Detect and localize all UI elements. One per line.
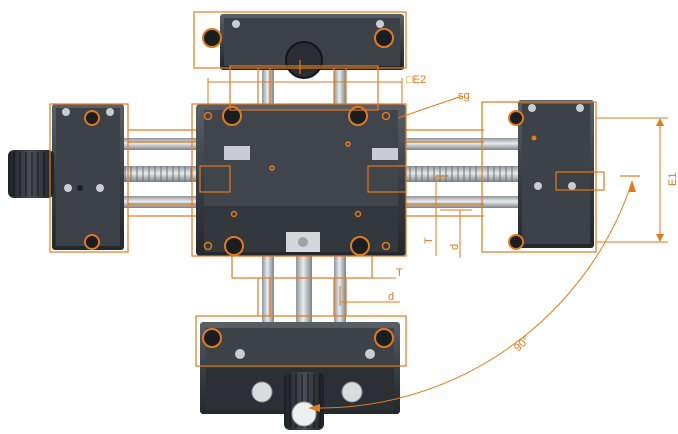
left-end-block-face — [56, 108, 120, 246]
dimension-label-t-bottom: T — [396, 267, 403, 279]
bore-hole-icon — [202, 28, 222, 48]
bore-hole-icon — [77, 185, 83, 191]
dimension-lines — [207, 78, 668, 409]
screw-head-icon — [534, 182, 542, 190]
small-hole-icon — [345, 141, 351, 147]
screw-head-icon — [96, 184, 104, 192]
screw-head-icon — [106, 108, 114, 116]
center-clamp-screw-icon — [298, 237, 308, 247]
screw-head-icon — [235, 349, 245, 359]
bore-hole-icon — [84, 234, 100, 250]
outline-carriage-left-slot — [199, 165, 231, 193]
knob-center-icon — [291, 401, 317, 427]
carriage-slot-left — [224, 146, 250, 160]
screw-head-icon — [528, 104, 536, 112]
arc-arrowheads — [308, 118, 664, 412]
outline-carriage-right-slot — [367, 165, 407, 193]
screw-head-icon — [232, 20, 240, 28]
sg-leader-line — [397, 95, 463, 119]
carriage-slot-right — [372, 148, 398, 160]
outline-bottom-block — [195, 315, 407, 367]
small-hole-icon — [203, 111, 213, 121]
dimension-outlines — [49, 11, 640, 367]
small-hole-icon — [381, 241, 391, 251]
outline-left-block — [49, 103, 129, 253]
left-adjust-knob — [8, 150, 54, 198]
dimension-label-angle: 90° — [512, 334, 532, 354]
dimension-label-sg: sg — [458, 90, 470, 102]
outline-right-slot — [555, 171, 605, 191]
dimension-label-e2: □E2 — [406, 74, 426, 86]
screw-head-icon — [576, 104, 584, 112]
top-bearing-icon — [285, 41, 323, 79]
bore-hole-icon — [224, 236, 244, 256]
clamp-lever-icon — [251, 381, 273, 403]
outline-right-block — [481, 101, 597, 253]
bore-hole-icon — [348, 106, 368, 126]
screw-head-icon — [376, 20, 384, 28]
bore-hole-icon — [374, 328, 394, 348]
dimension-label-e1: E1 — [667, 173, 678, 186]
angle-arc — [309, 181, 633, 409]
clamp-lever-icon — [341, 381, 363, 403]
screw-head-icon — [64, 184, 72, 192]
bore-hole-icon — [202, 328, 222, 348]
vertical-rail-left-lower — [262, 252, 274, 322]
small-hole-icon — [354, 210, 362, 218]
screw-head-icon — [62, 108, 70, 116]
small-hole-icon — [381, 111, 391, 121]
small-hole-icon — [203, 241, 213, 251]
bore-hole-icon — [531, 135, 537, 141]
bore-hole-icon — [508, 110, 524, 126]
vertical-lead-screw — [296, 252, 312, 322]
screw-head-icon — [568, 182, 576, 190]
bore-hole-icon — [84, 110, 100, 126]
bore-hole-icon — [374, 28, 394, 48]
dimension-label-t-right: T — [423, 237, 435, 244]
bore-hole-icon — [222, 106, 242, 126]
center-carriage — [196, 104, 406, 256]
bore-hole-icon — [508, 234, 524, 250]
bore-hole-icon — [350, 236, 370, 256]
bottom-end-block-face — [206, 328, 394, 364]
screw-head-icon — [365, 349, 375, 359]
outline-carriage-inner-top — [229, 65, 379, 111]
dimension-label-d-right: d — [449, 244, 461, 250]
small-hole-icon — [230, 210, 238, 218]
small-hole-icon — [269, 165, 275, 171]
dimension-label-d-bottom: d — [388, 291, 394, 303]
knurl-lines-left — [13, 152, 45, 196]
